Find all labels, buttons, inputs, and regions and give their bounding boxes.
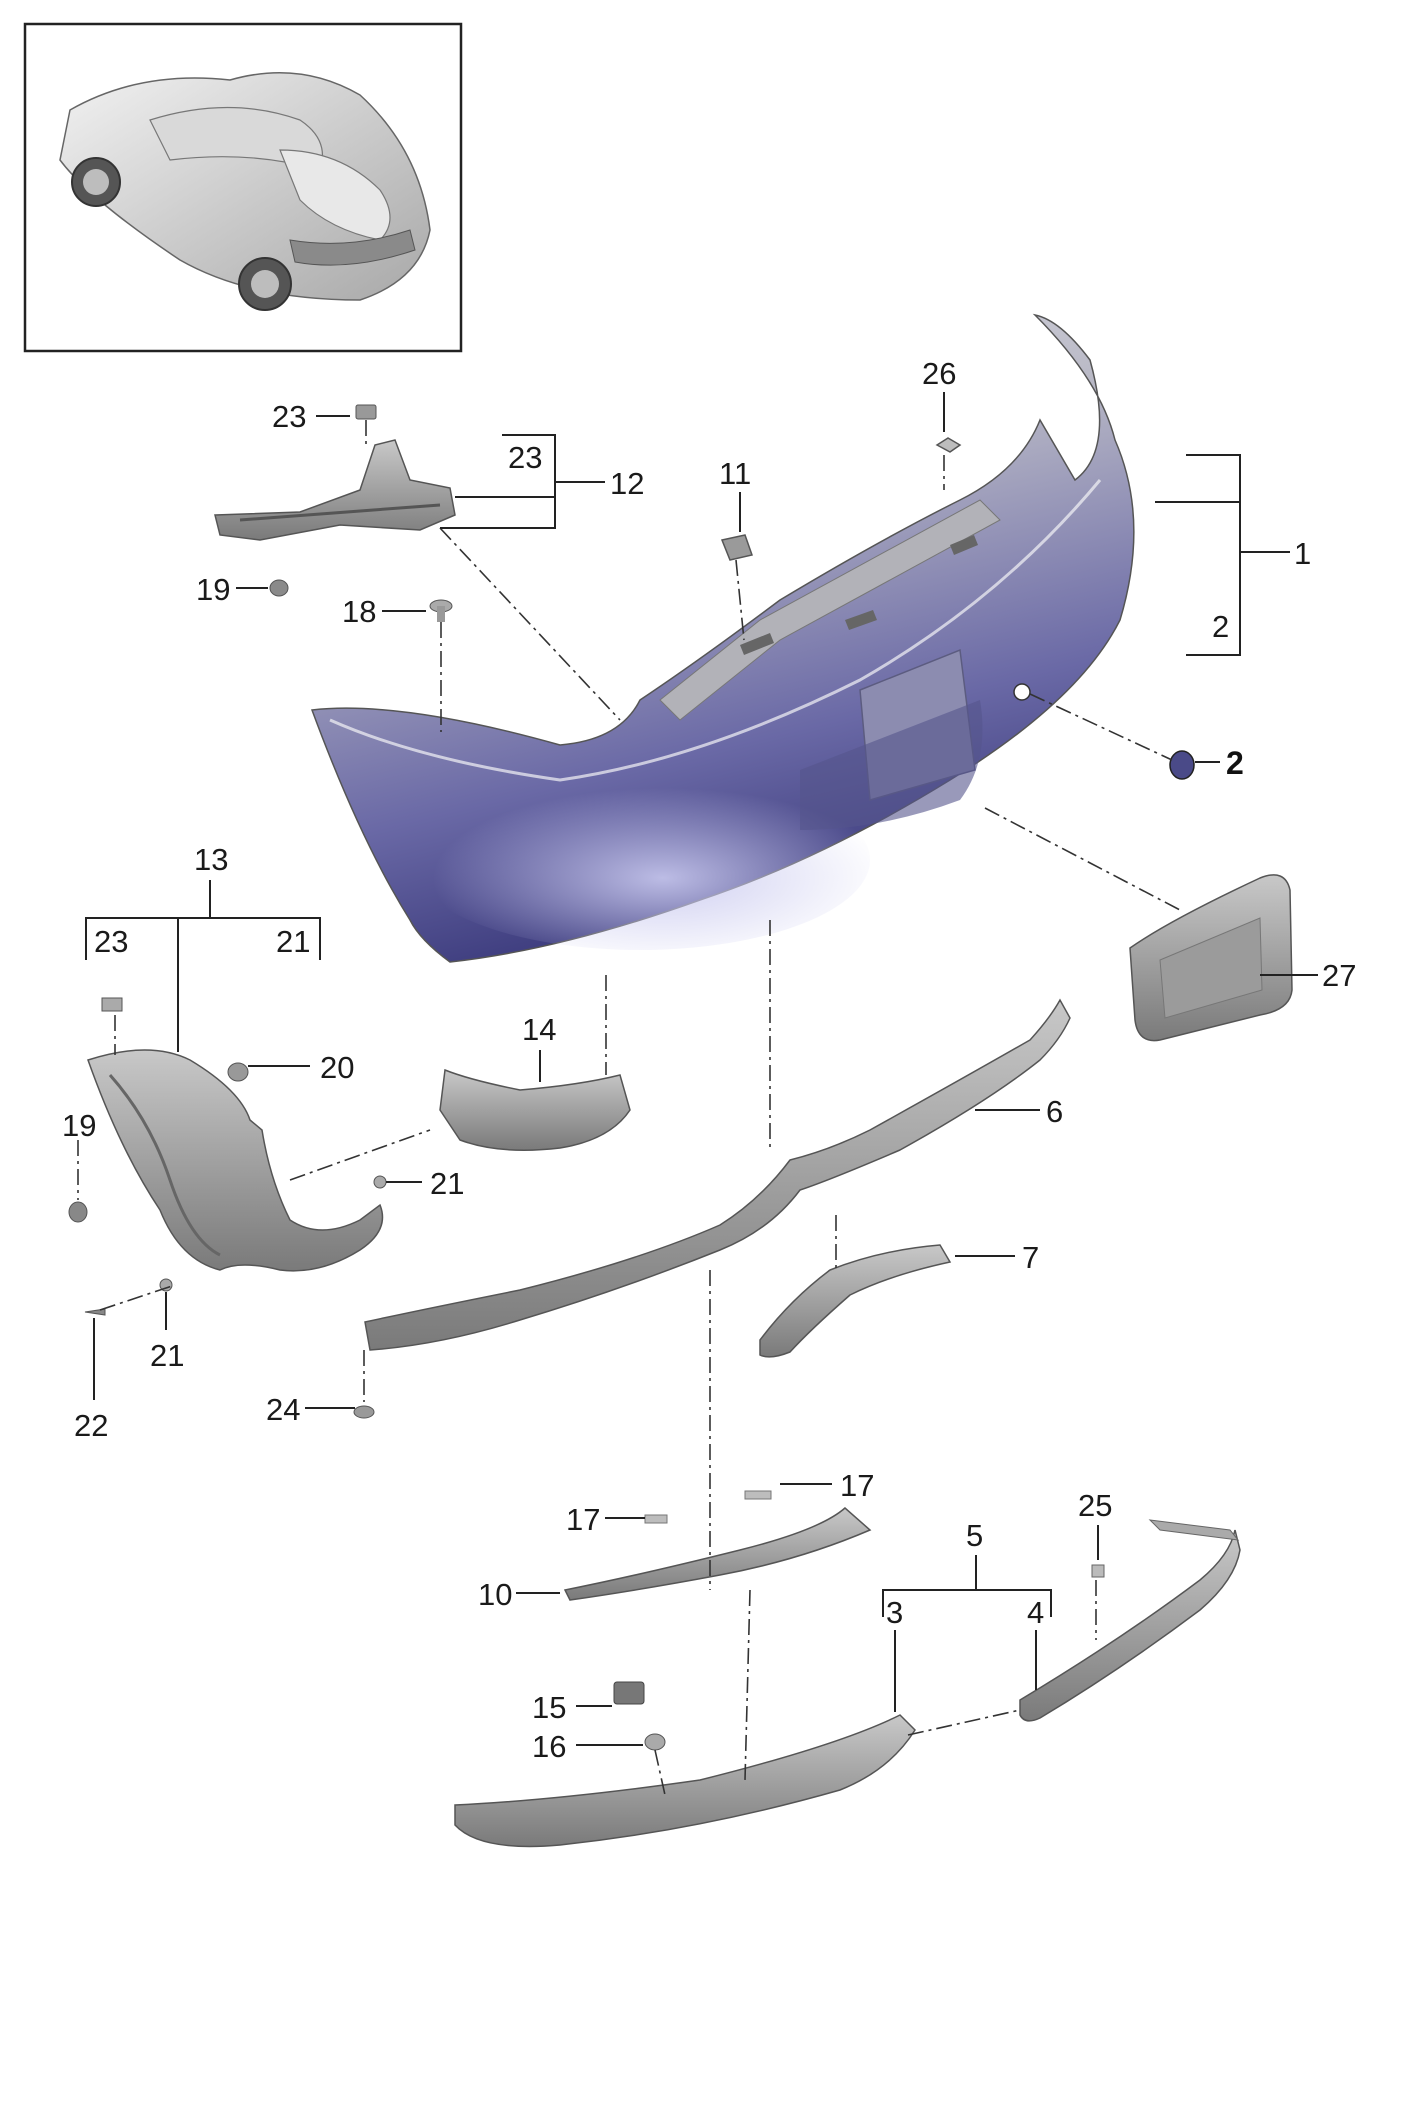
part-13-wheel-liner [68, 997, 387, 1316]
part-16-grommet [644, 1733, 666, 1751]
callout-16: 16 [532, 1729, 566, 1764]
assembly-lines [77, 420, 1181, 1796]
car-overview-inset [23, 22, 463, 353]
callout-4: 4 [1027, 1595, 1044, 1630]
part-18-screw [429, 599, 453, 622]
callout-27: 27 [1322, 958, 1356, 993]
callout-10: 10 [478, 1577, 512, 1612]
callout-14: 14 [522, 1012, 556, 1047]
part-7-support [759, 1244, 952, 1358]
callout-20: 20 [320, 1050, 354, 1085]
callout-1: 1 [1294, 536, 1311, 571]
car-illustration [59, 72, 431, 311]
callout-21-low: 21 [150, 1338, 184, 1373]
part-26-nut [935, 437, 962, 453]
part-2-tow-cap [1169, 750, 1195, 780]
callout-11: 11 [719, 456, 751, 491]
part-4-trim [1019, 1519, 1241, 1722]
callout-23-top: 23 [272, 399, 306, 434]
callout-18: 18 [342, 594, 376, 629]
callout-19-left: 19 [62, 1108, 96, 1143]
callout-3: 3 [886, 1595, 903, 1630]
leader-lines [85, 392, 1318, 1746]
callout-21-right: 21 [430, 1166, 464, 1201]
callout-2-bracket: 2 [1212, 609, 1229, 644]
callout-12-sub-23: 23 [508, 440, 542, 475]
callout-labels: 1 2 2 12 23 23 19 18 11 26 27 13 23 21 1… [62, 356, 1356, 1764]
part-24-screw [353, 1405, 375, 1419]
part-27-license-plate-mount [1129, 874, 1293, 1042]
callout-19-top: 19 [196, 572, 230, 607]
part-12-bracket [214, 404, 456, 597]
part-6-bumper-beam [364, 998, 1071, 1351]
callout-17-right: 17 [840, 1468, 874, 1503]
callout-2-cap: 2 [1226, 745, 1244, 781]
rear-bumper-cover [310, 313, 1135, 963]
callout-15: 15 [532, 1690, 566, 1725]
callout-12: 12 [610, 466, 644, 501]
callout-7: 7 [1022, 1240, 1039, 1275]
callout-25: 25 [1078, 1488, 1112, 1523]
callout-5: 5 [966, 1518, 983, 1553]
part-15-sensor [613, 1681, 645, 1705]
part-14-guide [439, 1068, 631, 1151]
callout-22: 22 [74, 1408, 108, 1443]
callout-6: 6 [1046, 1094, 1063, 1129]
callout-13-sub-21: 21 [276, 924, 310, 959]
callout-13: 13 [194, 842, 228, 877]
part-3-diffuser [454, 1714, 916, 1848]
part-10-bracket [563, 1490, 872, 1601]
callout-26: 26 [922, 356, 956, 391]
callout-13-sub-23: 23 [94, 924, 128, 959]
callout-24: 24 [266, 1392, 300, 1427]
part-11-clip [720, 534, 753, 561]
callout-17-left: 17 [566, 1502, 600, 1537]
